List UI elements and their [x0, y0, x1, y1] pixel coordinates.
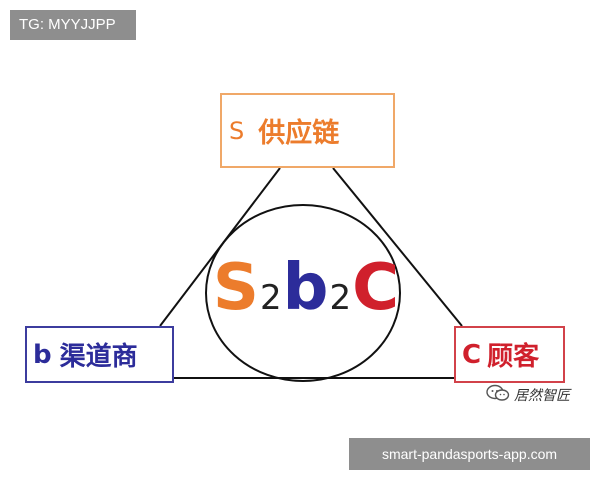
- node-s-label: 供应链: [258, 118, 340, 149]
- node-s-letter: S: [229, 116, 245, 145]
- formula-b: b: [282, 251, 329, 325]
- center-circle: [205, 204, 401, 382]
- node-channel: b 渠道商: [25, 326, 174, 383]
- formula-sub-2: 2: [329, 278, 352, 318]
- node-c-label: 顾客: [487, 342, 540, 372]
- node-customer: C 顾客: [454, 326, 565, 383]
- formula-c: C: [352, 251, 400, 325]
- node-supply-chain: S 供应链: [220, 93, 395, 168]
- formula-sub-1: 2: [260, 278, 282, 318]
- edge-s-to-c: [332, 167, 463, 327]
- watermark: 居然智匠: [486, 384, 570, 406]
- node-c-letter: C: [462, 339, 482, 370]
- node-b-letter: b: [33, 339, 52, 370]
- watermark-text: 居然智匠: [514, 388, 570, 404]
- bottom-tag: smart-pandasports-app.com: [349, 438, 590, 470]
- top-tag: TG: MYYJJPP: [10, 10, 136, 40]
- center-formula: S 2 b 2 C: [213, 250, 399, 326]
- node-b-label: 渠道商: [59, 342, 138, 372]
- formula-s: S: [212, 251, 260, 325]
- wechat-icon: [486, 384, 510, 406]
